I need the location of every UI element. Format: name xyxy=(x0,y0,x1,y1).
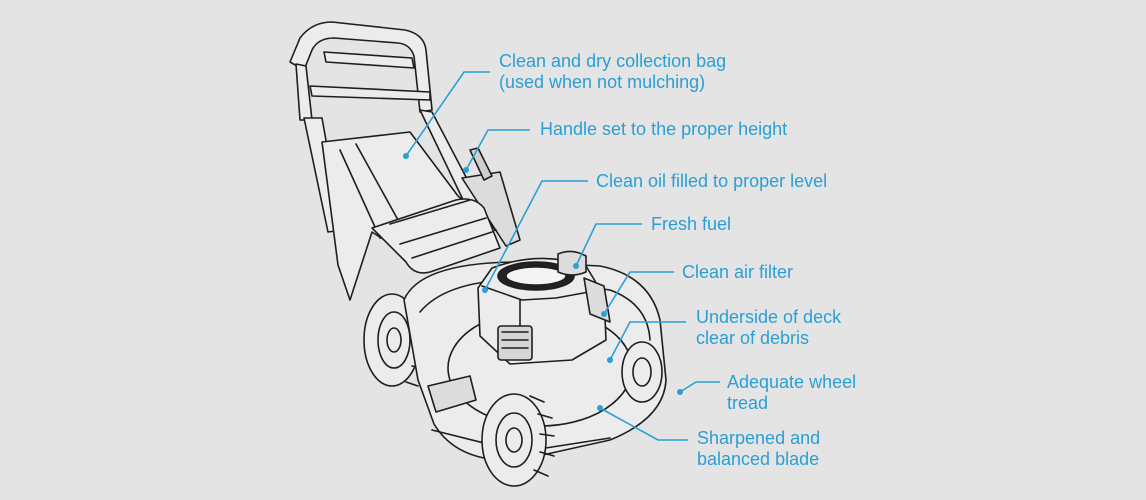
callout-line: Sharpened and xyxy=(697,428,821,448)
callout-line: Handle set to the proper height xyxy=(540,119,788,139)
callout-line: Underside of deck xyxy=(696,307,842,327)
fuel-leader-dot xyxy=(573,263,579,269)
handle-frame xyxy=(289,21,521,247)
air-leader-line xyxy=(603,271,674,315)
callout-line: Clean oil filled to proper level xyxy=(596,171,828,191)
handle-leader-line xyxy=(465,129,530,171)
deck-leader-line xyxy=(609,321,686,361)
callout-line: Adequate wheel xyxy=(727,372,857,392)
blade-leader-line xyxy=(599,407,688,441)
bag-leader-dot xyxy=(403,153,409,159)
wheel-leader-line xyxy=(679,381,720,393)
wheel-leader-dot xyxy=(677,389,683,395)
deck-leader-dot xyxy=(607,357,613,363)
leader-lines xyxy=(405,71,720,441)
engine xyxy=(477,250,611,365)
callout-line: balanced blade xyxy=(697,449,820,469)
callout-line: Clean and dry collection bag xyxy=(499,51,727,71)
callout-blade: Sharpened and balanced blade xyxy=(697,428,820,470)
bag-leader-line xyxy=(405,71,490,157)
callout-line: Fresh fuel xyxy=(651,214,732,234)
callout-deck-debris: Underside of deck clear of debris xyxy=(696,307,841,349)
callout-handle-height: Handle set to the proper height xyxy=(540,119,787,140)
callout-line: clear of debris xyxy=(696,328,810,348)
callout-line: (used when not mulching) xyxy=(499,72,706,92)
fuel-leader-line xyxy=(575,223,642,267)
callout-wheel-tread: Adequate wheel tread xyxy=(727,372,856,414)
rear-housing xyxy=(371,198,501,274)
callout-collection-bag: Clean and dry collection bag (used when … xyxy=(499,51,726,93)
callout-line: tread xyxy=(727,393,769,413)
oil-leader-line xyxy=(484,180,588,291)
front-left-wheel xyxy=(481,393,555,487)
air-leader-dot xyxy=(601,311,607,317)
front-right-wheel xyxy=(621,341,663,403)
callout-line: Clean air filter xyxy=(682,262,794,282)
leader-dots xyxy=(403,153,683,411)
callout-fresh-fuel: Fresh fuel xyxy=(651,214,731,235)
callout-oil-level: Clean oil filled to proper level xyxy=(596,171,827,192)
handle-leader-dot xyxy=(463,167,469,173)
blade-leader-dot xyxy=(597,405,603,411)
oil-leader-dot xyxy=(482,287,488,293)
callout-air-filter: Clean air filter xyxy=(682,262,793,283)
rear-wheel xyxy=(363,293,429,387)
